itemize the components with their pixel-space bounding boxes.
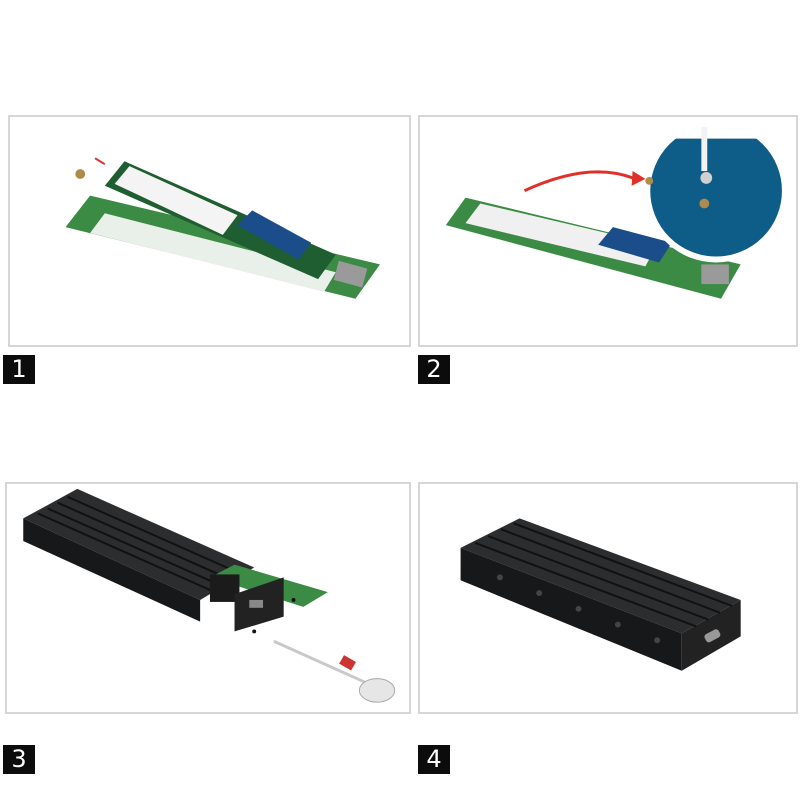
step-3-image bbox=[5, 482, 411, 714]
red-arrow bbox=[523, 170, 634, 193]
red-arrow bbox=[94, 157, 106, 166]
step-label-3: 3 bbox=[3, 745, 35, 774]
ssd-chip bbox=[598, 227, 672, 263]
screwdriver bbox=[273, 639, 373, 687]
step-label-2: 2 bbox=[418, 355, 450, 384]
ssd-label bbox=[465, 203, 658, 267]
step-2-image bbox=[418, 115, 798, 347]
enclosure-slide-in-illustration bbox=[23, 488, 396, 703]
ssd-insert-illustration bbox=[65, 157, 381, 299]
usb-c-port bbox=[704, 629, 721, 643]
step-1-image bbox=[8, 115, 411, 347]
screw bbox=[75, 169, 86, 179]
enclosure-top bbox=[23, 488, 255, 600]
step-label-1: 1 bbox=[3, 355, 35, 384]
ssd-chip bbox=[237, 210, 312, 260]
zoom-inset bbox=[647, 121, 785, 260]
screwdriver bbox=[701, 126, 708, 172]
usb-c-port bbox=[701, 264, 729, 285]
enclosure-assembled-illustration bbox=[460, 518, 741, 671]
ssd-screw-illustration bbox=[445, 117, 796, 299]
step-4-image bbox=[418, 482, 798, 714]
ssd-label bbox=[114, 166, 238, 235]
step-label-4: 4 bbox=[418, 745, 450, 774]
usb-c-port bbox=[333, 260, 368, 288]
screw bbox=[700, 172, 713, 184]
usb-c-port bbox=[249, 599, 264, 608]
enclosure-side bbox=[23, 518, 201, 622]
enclosure-side bbox=[460, 547, 682, 671]
